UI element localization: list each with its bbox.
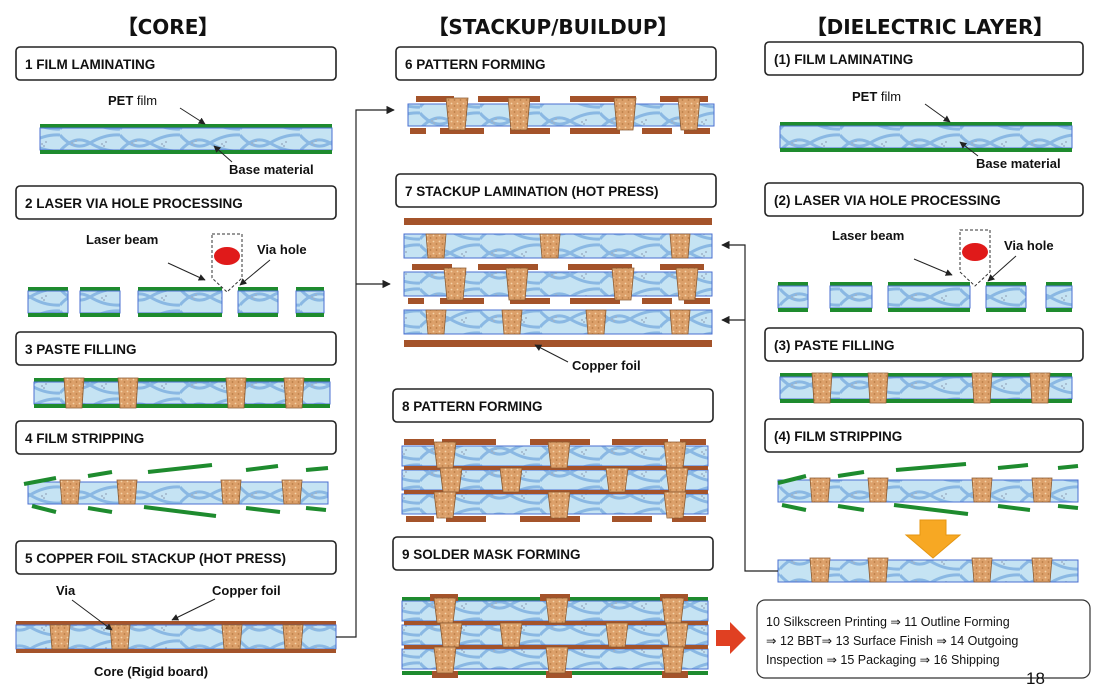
copper-foil-label-core: Copper foil [212,583,281,598]
illus-dielectric-laser-via [777,229,1073,312]
step-box-4: 4 FILM STRIPPING [15,420,337,455]
step-label-d3: (3) PASTE FILLING [774,338,895,353]
step-box-3: 3 PASTE FILLING [15,331,337,366]
step-label-3: 3 PASTE FILLING [25,342,137,357]
illus-film-laminating [39,124,333,154]
step-box-7: 7 STACKUP LAMINATION (HOT PRESS) [395,173,717,208]
illus-laser-via [27,233,325,317]
illus-solder-mask [401,594,709,678]
step-label-8: 8 PATTERN FORMING [402,399,543,414]
laser-spot-icon [214,247,240,265]
step-box-9: 9 SOLDER MASK FORMING [392,536,714,571]
step-label-6: 6 PATTERN FORMING [405,57,546,72]
illus-copper-stackup [15,621,337,653]
step-box-6: 6 PATTERN FORMING [395,46,717,81]
base-material-label-core: Base material [229,162,314,177]
final-steps-line-3: Inspection ⇒ 15 Packaging ⇒ 16 Shipping [766,653,1000,667]
via-hole-label-dielectric: Via hole [1004,238,1054,253]
step-label-d4: (4) FILM STRIPPING [774,429,902,444]
step-box-1: 1 FILM LAMINATING [15,46,337,81]
step-label-9: 9 SOLDER MASK FORMING [402,547,581,562]
step-box-8: 8 PATTERN FORMING [392,388,714,423]
illus-stackup-lamination [403,218,713,347]
step-box-2: 2 LASER VIA HOLE PROCESSING [15,185,337,220]
pet-film-label-dielectric: PET film [852,89,901,104]
illus-pattern-forming-6 [407,96,715,134]
pet-film-label: PET film [108,93,157,108]
copper-foil-label-stackup: Copper foil [572,358,641,373]
step-label-2: 2 LASER VIA HOLE PROCESSING [25,196,243,211]
illus-dielectric-film-stripping [777,462,1079,516]
laser-spot-icon-dielectric [962,243,988,261]
step-label-4: 4 FILM STRIPPING [25,431,144,446]
header-core: 【CORE】 [118,15,219,39]
final-steps-line-2: ⇒ 12 BBT⇒ 13 Surface Finish ⇒ 14 Outgoin… [766,634,1018,648]
laser-beam-label-core: Laser beam [86,232,158,247]
next-step-arrow-icon [716,622,746,654]
illus-dielectric-result [777,557,1079,583]
final-steps-box: 10 Silkscreen Printing ⇒ 11 Outline Form… [756,599,1091,679]
step-box-d2: (2) LASER VIA HOLE PROCESSING [764,182,1084,217]
via-label: Via [56,583,76,598]
header-stackup: 【STACKUP/BUILDUP】 [428,15,677,39]
step-label-1: 1 FILM LAMINATING [25,57,155,72]
step-label-7: 7 STACKUP LAMINATION (HOT PRESS) [405,184,659,199]
via-hole-label-core: Via hole [257,242,307,257]
illus-film-stripping [23,463,329,518]
step-box-d4: (4) FILM STRIPPING [764,418,1084,453]
step-box-d1: (1) FILM LAMINATING [764,41,1084,76]
illus-pattern-forming-8 [401,439,709,522]
flow-connector-dielectric [721,240,778,572]
step-label-d1: (1) FILM LAMINATING [774,52,913,67]
down-arrow-icon [904,519,962,559]
header-dielectric: 【DIELECTRIC LAYER】 [807,15,1054,39]
step-label-5: 5 COPPER FOIL STACKUP (HOT PRESS) [25,551,286,566]
page-number: 18 [1026,669,1045,688]
laser-beam-label-dielectric: Laser beam [832,228,904,243]
illus-dielectric-paste-filling [779,372,1073,404]
step-box-d3: (3) PASTE FILLING [764,327,1084,362]
illus-paste-filling [33,377,331,409]
flow-connector-core [336,105,395,638]
illus-dielectric-film-laminating [779,122,1073,152]
base-material-label-dielectric: Base material [976,156,1061,171]
step-label-d2: (2) LASER VIA HOLE PROCESSING [774,193,1001,208]
final-steps-line-1: 10 Silkscreen Printing ⇒ 11 Outline Form… [766,615,1010,629]
step-box-5: 5 COPPER FOIL STACKUP (HOT PRESS) [15,540,337,575]
core-rigid-board-label: Core (Rigid board) [94,664,208,679]
